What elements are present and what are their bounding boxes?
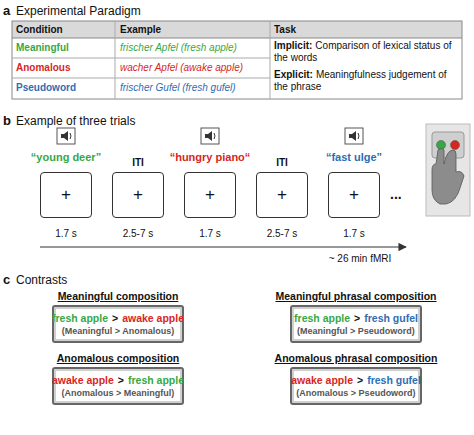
table-rule — [12, 38, 462, 39]
contrast-box: Anomalous phrasal compositionawake apple… — [290, 367, 422, 405]
table-cell: Explicit:Meaningfulness judgement of the… — [274, 69, 460, 93]
fixation-screen: + — [40, 172, 92, 218]
contrast-phrase: > — [112, 312, 118, 324]
table-rule — [12, 78, 270, 79]
contrast-phrase: fresh apple — [52, 312, 108, 324]
contrast-phrase: awake apple — [122, 312, 184, 324]
contrast-condition: (Meaningful > Anomalous) — [62, 326, 174, 336]
table-rule — [270, 21, 271, 99]
fixation-cross: + — [61, 185, 71, 205]
speaker-icon — [345, 128, 363, 144]
time-label: 1.7 s — [343, 228, 365, 240]
task-label: Explicit: — [274, 69, 313, 80]
fixation-screen: + — [112, 172, 164, 218]
fixation-cross: + — [205, 185, 215, 205]
contrast-heading: Meaningful phrasal composition — [275, 290, 436, 302]
table-header: Condition — [16, 24, 63, 36]
contrast-phrase: awake apple — [291, 374, 353, 386]
hand-illustration — [426, 124, 470, 216]
section-letter: b — [3, 113, 11, 129]
fixation-screen: + — [328, 172, 380, 218]
contrast-condition: (Anomalous > Meaningful) — [62, 388, 175, 398]
contrast-condition: (Meaningful > Pseudoword) — [297, 326, 415, 336]
contrast-phrase: > — [118, 374, 124, 386]
section-title: Contrasts — [16, 273, 67, 287]
contrast-phrase: fresh apple — [294, 312, 350, 324]
section-letter: a — [3, 3, 10, 19]
iti-label: ITI — [276, 157, 288, 169]
time-label: 1.7 s — [55, 228, 77, 240]
time-label: 2.5-7 s — [267, 228, 298, 240]
iti-label: ITI — [132, 157, 144, 169]
contrast-phrase: fresh apple — [128, 374, 184, 386]
stimulus-phrase: “young deer” — [31, 151, 101, 164]
table-header-fill — [12, 21, 462, 38]
fixation-cross: + — [349, 185, 359, 205]
table-cell: Implicit:Comparison of lexical status of… — [274, 40, 460, 64]
table-header: Task — [274, 24, 296, 36]
contrast-phrase: > — [354, 312, 360, 324]
table-header: Example — [120, 24, 161, 36]
speaker-icon — [57, 128, 75, 144]
time-label: 1.7 s — [199, 228, 221, 240]
contrast-phrase: > — [357, 374, 363, 386]
time-label: 2.5-7 s — [123, 228, 154, 240]
contrast-box: Meaningful phrasal compositionfresh appl… — [290, 305, 422, 343]
continuation-dots: ... — [390, 186, 402, 203]
contrast-phrase: awake apple — [52, 374, 114, 386]
table-rule — [12, 58, 270, 59]
contrast-heading: Anomalous phrasal composition — [275, 352, 438, 364]
task-label: Implicit: — [274, 40, 312, 51]
contrast-heading: Anomalous composition — [57, 352, 180, 364]
example-phrase: frischer Gufel (fresh gufel) — [120, 82, 236, 94]
condition-name: Anomalous — [16, 62, 70, 74]
example-phrase: frischer Apfel (fresh apple) — [120, 42, 237, 54]
section-title: Experimental Paradigm — [16, 4, 141, 18]
contrast-box: Anomalous compositionawake apple>fresh a… — [52, 367, 184, 405]
condition-name: Meaningful — [16, 42, 69, 54]
fixation-cross: + — [133, 185, 143, 205]
fixation-screen: + — [184, 172, 236, 218]
contrast-line: fresh apple > fresh gufel — [292, 312, 420, 324]
condition-name: Pseudoword — [16, 82, 76, 94]
table-frame — [12, 21, 462, 99]
example-phrase: wacher Apfel (awake apple) — [120, 62, 243, 74]
table-rule — [115, 21, 116, 99]
contrast-condition: (Anomalous > Pseudoword) — [296, 388, 415, 398]
section-letter: c — [3, 272, 10, 288]
contrast-line: awake apple > fresh apple — [50, 374, 186, 386]
contrast-box: Meaningful compositionfresh apple>awake … — [52, 305, 184, 343]
contrast-heading: Meaningful composition — [58, 290, 179, 302]
section-title: Example of three trials — [16, 114, 135, 128]
speaker-icon — [201, 128, 219, 144]
contrast-line: awake apple > fresh gufel — [289, 374, 423, 386]
duration-label: ~ 26 min fMRI — [329, 253, 392, 265]
fixation-screen: + — [256, 172, 308, 218]
stimulus-phrase: “hungry piano“ — [170, 151, 251, 164]
contrast-phrase: fresh gufel — [367, 374, 421, 386]
stimulus-phrase: “fast ulge” — [326, 151, 382, 164]
contrast-phrase: fresh gufel — [364, 312, 418, 324]
fixation-cross: + — [277, 185, 287, 205]
contrast-line: fresh apple > awake apple — [50, 312, 186, 324]
timeline-arrow — [40, 246, 406, 247]
